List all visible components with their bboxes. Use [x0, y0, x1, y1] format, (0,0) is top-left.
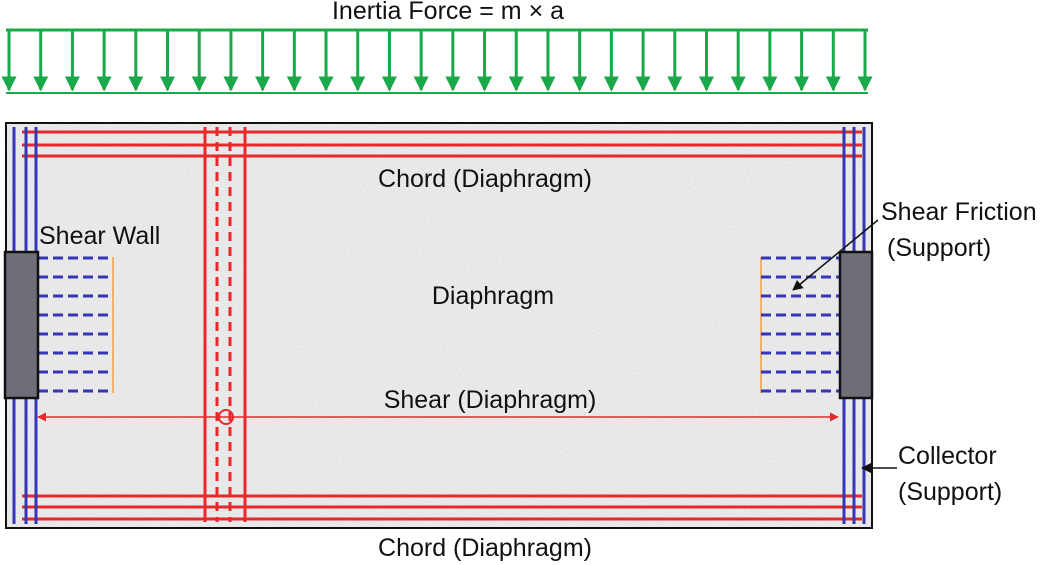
chord-bottom-label: Chord (Diaphragm) — [378, 534, 592, 562]
shear-wall-label: Shear Wall — [39, 222, 160, 250]
shear-friction-label-line1: Shear Friction — [881, 198, 1037, 226]
right-shear-wall — [838, 250, 874, 400]
top-chord — [22, 130, 862, 158]
bottom-chord — [22, 494, 862, 521]
right-shear-dowels — [760, 256, 840, 393]
force-arrows — [1, 30, 873, 92]
shear-diaphragm-label: Shear (Diaphragm) — [384, 386, 597, 414]
shear-friction-label-line2: (Support) — [887, 234, 991, 262]
vertical-chord-strip — [203, 127, 247, 522]
chord-top-label: Chord (Diaphragm) — [378, 165, 592, 193]
shear-friction-leader — [792, 219, 879, 291]
centerline-marker — [218, 409, 234, 425]
inertia-force-load — [1, 28, 873, 94]
collector-label-line2: (Support) — [898, 478, 1002, 506]
inertia-force-label: Inertia Force = m × a — [332, 0, 564, 25]
left-shear-dowels — [38, 256, 114, 393]
slab-texture — [7, 124, 871, 527]
diaphragm-label: Diaphragm — [432, 282, 554, 310]
collector-label-line1: Collector — [898, 442, 997, 470]
left-shear-wall — [3, 250, 40, 400]
